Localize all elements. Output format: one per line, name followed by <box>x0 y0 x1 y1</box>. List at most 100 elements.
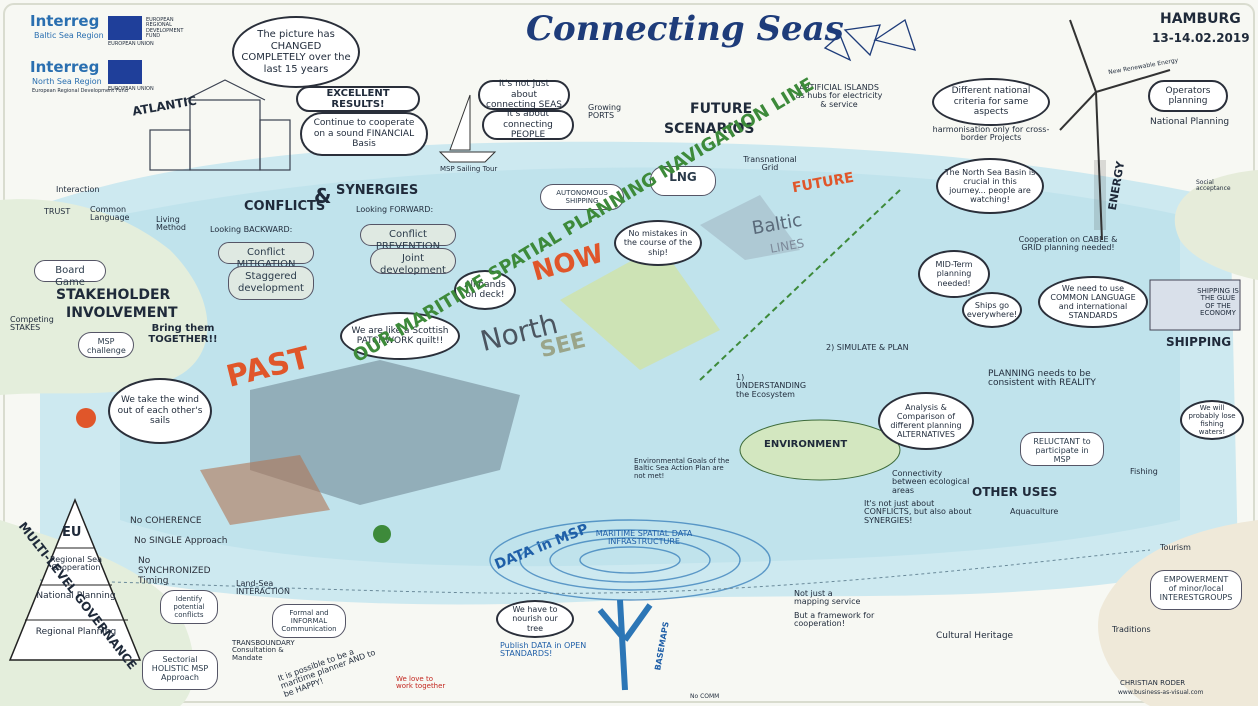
nourish-bubble: We have to nourish our tree <box>496 600 574 638</box>
msdi-label: MARITIME SPATIAL DATA INFRASTRUCTURE <box>595 529 693 547</box>
conflict-mitigation: Conflict MITIGATION <box>218 242 314 270</box>
bsr-eu: EUROPEAN UNION <box>108 41 154 47</box>
artificial-islands-label: ARTIFICIAL ISLANDS as hubs for electrici… <box>795 83 883 109</box>
growing-ports-label: Growing PORTS <box>588 103 622 121</box>
shipping-label: SHIPPING <box>1166 335 1232 349</box>
eu-flag-icon <box>108 16 142 40</box>
competing-stakes: Competing STAKES <box>10 315 54 333</box>
looking-forward: Looking FORWARD: <box>356 205 434 214</box>
changed-bubble: The picture has CHANGED COMPLETELY over … <box>232 16 360 88</box>
autonomous-shipping-ship: AUTONOMOUS SHIPPING <box>540 184 624 210</box>
formal-informal: Formal and INFORMAL Communication <box>272 604 346 638</box>
artist-site: www.business-as-visual.com <box>1118 689 1204 696</box>
tourism-label: Tourism <box>1160 543 1191 552</box>
page-title: Connecting Seas <box>526 9 844 49</box>
trust-label: TRUST <box>44 207 71 216</box>
lng-ship: LNG <box>650 166 716 196</box>
cultural-heritage-label: Cultural Heritage <box>936 631 1014 641</box>
not-just-conflicts-text: It's not just about CONFLICTS, but also … <box>864 499 972 525</box>
all-hands-bubble: All hands on deck! <box>454 270 516 310</box>
results-bubble-text: Continue to cooperate on a sound FINANCI… <box>300 112 428 156</box>
probably-less-bubble: We will probably lose fishing waters! <box>1180 400 1244 440</box>
interreg-bsr-name: Interreg <box>30 12 100 30</box>
env-goals-text: Environmental Goals of the Baltic Sea Ac… <box>634 457 730 480</box>
wind-out-bubble: We take the wind out of each other's sai… <box>108 378 212 444</box>
conflicts-amp: & <box>314 184 332 208</box>
environment-label: ENVIRONMENT <box>764 439 848 450</box>
love-work-text: We love to work together <box>396 675 446 691</box>
connectivity-text: Connectivity between ecological areas <box>892 469 970 495</box>
no-coherence: No COHERENCE <box>130 516 202 526</box>
board-game-label: Board Game <box>34 260 106 288</box>
national-planning-top: National Planning <box>1150 117 1230 127</box>
not-just-seas-bubble-2: It's about connecting PEOPLE <box>482 109 574 140</box>
conflicts-label: CONFLICTS <box>244 199 326 214</box>
social-acceptance-label: Social acceptance <box>1196 179 1231 193</box>
future-scenarios-1: FUTURE <box>690 101 753 117</box>
nsr-fund: European Regional Development Fund <box>32 88 128 94</box>
basin-crucial-bubble: The North Sea Basin is crucial in this j… <box>936 158 1044 214</box>
land-sea-label: Land-Sea INTERACTION <box>236 579 290 597</box>
common-language-right-bubble: We need to use COMMON LANGUAGE and inter… <box>1038 276 1148 328</box>
interreg-nsr-region: North Sea Region <box>32 77 102 86</box>
understanding-label: 1) UNDERSTANDING the Ecosystem <box>736 373 807 399</box>
no-single: No SINGLE Approach <box>134 536 228 546</box>
harmonisation-text: harmonisation only for cross-border Proj… <box>932 125 1050 143</box>
traditions-label: Traditions <box>1112 625 1151 634</box>
reluctant-box: RELUCTANT to participate in MSP <box>1020 432 1104 466</box>
not-just-seas-bubble-1: It's not just about connecting SEAS <box>478 79 570 110</box>
different-criteria-bubble: Different national criteria for same asp… <box>932 78 1050 126</box>
bsr-eu-fund: EUROPEAN REGIONAL DEVELOPMENT FUND <box>146 17 184 39</box>
artist-name: CHRISTIAN RODER <box>1120 679 1186 687</box>
common-language-left: Common Language <box>90 205 130 223</box>
no-sync: No SYNCHRONIZED Timing <box>138 556 211 586</box>
joint-development: Joint development <box>370 248 456 276</box>
operators-planning-bubble: Operators planning <box>1148 80 1228 112</box>
publish-text: Publish DATA in OPEN STANDARDS! <box>500 641 587 659</box>
future-scenarios-2: SCENARIOS <box>664 121 755 137</box>
event-date: 13-14.02.2019 <box>1152 31 1250 45</box>
mapping-service-text: Not just a mapping service <box>794 589 861 607</box>
bring-together: Bring them TOGETHER!! <box>148 323 218 345</box>
gov-eu: EU <box>62 525 82 540</box>
no-comm-text: No COMM <box>690 693 720 700</box>
looking-backward: Looking BACKWARD: <box>210 225 293 234</box>
interaction-label: Interaction <box>56 185 100 194</box>
sectorial-box: Sectorial HOLISTIC MSP Approach <box>142 650 218 690</box>
no-mistakes-bubble: No mistakes in the course of the ship! <box>614 220 702 266</box>
fishing-label: Fishing <box>1130 467 1158 476</box>
stakeholder-label-2: INVOLVEMENT <box>66 305 178 321</box>
sailing-tour-label: MSP Sailing Tour <box>440 165 498 173</box>
cooperation-cable: Cooperation on CABLE & GRID planning nee… <box>1018 235 1118 253</box>
synergies-label: SYNERGIES <box>336 183 419 198</box>
conflict-prevention: Conflict PREVENTION <box>360 224 456 252</box>
framework-text: But a framework for cooperation! <box>794 611 875 629</box>
analysis-bubble: Analysis & Comparison of different plann… <box>878 392 974 450</box>
transnational-grid-label: Transnational Grid <box>743 155 797 173</box>
staggered-development: Staggered development <box>228 266 314 300</box>
gov-regional-sea: Regional Sea Cooperation <box>50 555 102 573</box>
eu-flag-icon <box>108 60 142 84</box>
other-uses-label: OTHER USES <box>972 485 1058 499</box>
patchwork-bubble: We are like a Scottish PATCHWORK quilt!! <box>340 312 460 360</box>
identify-conflicts: Identify potential conflicts <box>160 590 218 624</box>
planning-consistent: PLANNING needs to be consistent with REA… <box>988 369 1096 389</box>
stakeholder-label-1: STAKEHOLDER <box>56 287 171 303</box>
midterm-bubble: MID-Term planning needed! <box>918 250 990 298</box>
msp-challenge: MSP challenge <box>78 332 134 358</box>
aquaculture-label: Aquaculture <box>1010 507 1059 516</box>
results-bubble-title: EXCELLENT RESULTS! <box>296 86 420 112</box>
event-location: HAMBURG <box>1160 11 1241 27</box>
simulate-label: 2) SIMULATE & PLAN <box>826 343 909 352</box>
nsr-eu: EUROPEAN UNION <box>108 86 154 92</box>
gov-national: National Planning <box>36 591 116 601</box>
gov-regional-planning: Regional Planning <box>35 627 117 637</box>
empowerment-box: EMPOWERMENT of minor/local INTERESTGROUP… <box>1150 570 1242 610</box>
transboundary-label: TRANSBOUNDARY Consultation & Mandate <box>232 639 295 662</box>
shipping-is-label: SHIPPING IS THE GLUE OF THE ECONOMY <box>1197 287 1239 318</box>
living-method-label: Living Method <box>156 215 187 233</box>
interreg-bsr-region: Baltic Sea Region <box>34 31 104 40</box>
ships-everywhere-bubble: Ships go everywhere! <box>962 292 1022 328</box>
interreg-nsr-name: Interreg <box>30 58 100 76</box>
